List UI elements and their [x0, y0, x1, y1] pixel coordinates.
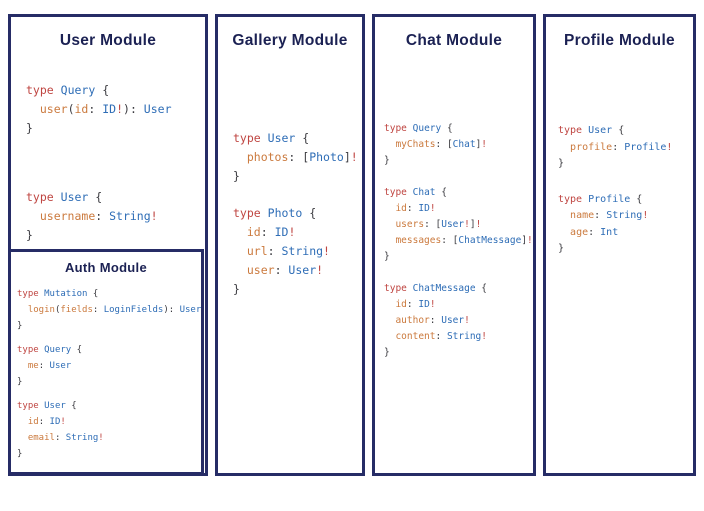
code-line: } [233, 169, 240, 183]
code-line: user(id: ID!): User [39, 102, 172, 116]
code-line: name: String! [570, 210, 649, 221]
code-line: type Query { [26, 83, 110, 97]
code-line: username: String! [39, 209, 158, 223]
panel-title: Auth Module [64, 260, 147, 275]
code-block: type Chat { id: ID! users: [User!]! mess… [384, 185, 533, 265]
code-line: type User { [233, 131, 310, 145]
code-line: } [558, 243, 565, 254]
code-line: myChats: [Chat]! [395, 139, 488, 150]
code-area: type User { photos: [Photo]!}type Photo … [233, 129, 362, 299]
code-block: type Query { user(id: ID!): User} [26, 81, 205, 138]
panel-title: Gallery Module [232, 32, 348, 49]
code-line: me: User [27, 361, 72, 371]
code-line: } [384, 251, 390, 262]
code-line: } [384, 155, 390, 166]
code-line: login(fields: LoginFields): User [27, 305, 202, 315]
code-line: user: User! [246, 263, 324, 277]
code-block: type User { username: String!} [26, 188, 205, 245]
code-block: type Query { me: User} [17, 342, 201, 390]
code-line: type User { [17, 401, 77, 411]
code-line: } [26, 228, 33, 242]
panel-title: Chat Module [405, 32, 503, 49]
code-area: type Mutation { login(fields: LoginField… [17, 286, 201, 462]
panel-title: User Module [59, 32, 157, 49]
code-line: } [17, 377, 23, 387]
code-area: type Query { user(id: ID!): User}type Us… [26, 81, 205, 245]
code-line: type User { [26, 190, 103, 204]
code-line: type Query { [17, 345, 83, 355]
panel-gallery-module: Gallery Module type User { photos: [Phot… [215, 14, 365, 476]
code-block: type Profile { name: String! age: Int} [558, 192, 693, 258]
code-line: type Mutation { [17, 289, 99, 299]
code-block: type User { profile: Profile!} [558, 123, 693, 173]
code-line: type Query { [384, 123, 453, 134]
code-line: email: String! [27, 433, 104, 443]
code-line: id: ID! [246, 225, 296, 239]
panel-profile-module: Profile Module type User { profile: Prof… [543, 14, 696, 476]
code-line: id: ID! [395, 299, 436, 310]
code-line: users: [User!]! [395, 219, 482, 230]
code-block: type Mutation { login(fields: LoginField… [17, 286, 201, 334]
code-line: } [558, 158, 565, 169]
code-line: profile: Profile! [570, 141, 673, 153]
panel-auth-module: Auth Module type Mutation { login(fields… [8, 249, 204, 475]
code-block: type ChatMessage { id: ID! author: User!… [384, 281, 533, 361]
code-line: type User { [558, 125, 625, 136]
panel-user-module: User Module type Query { user(id: ID!): … [8, 14, 208, 476]
code-block: type User { photos: [Photo]!} [233, 129, 362, 186]
code-line: messages: [ChatMessage]! [395, 235, 533, 246]
code-line: type Profile { [558, 193, 643, 205]
code-block: type Photo { id: ID! url: String! user: … [233, 204, 362, 299]
code-line: type Photo { [233, 206, 317, 220]
code-line: age: Int [570, 226, 619, 238]
panel-chat-module: Chat Module type Query { myChats: [Chat]… [372, 14, 536, 476]
code-block: type Query { myChats: [Chat]!} [384, 121, 533, 169]
code-line: } [17, 449, 23, 459]
code-line: type ChatMessage { [384, 283, 487, 294]
code-line: url: String! [246, 244, 330, 258]
code-line: } [26, 121, 33, 135]
code-line: id: ID! [395, 203, 436, 214]
code-line: photos: [Photo]! [246, 150, 358, 164]
code-line: author: User! [395, 315, 470, 326]
code-block: type User { id: ID! email: String!} [17, 398, 201, 462]
panel-title: Profile Module [564, 32, 675, 49]
code-line: content: String! [395, 331, 488, 342]
code-area: type User { profile: Profile!}type Profi… [558, 123, 693, 258]
code-area: type Query { myChats: [Chat]!}type Chat … [384, 121, 533, 361]
code-line: } [384, 347, 390, 358]
code-line: type Chat { [384, 187, 447, 198]
code-line: id: ID! [27, 417, 66, 427]
code-line: } [17, 321, 23, 331]
code-line: } [233, 282, 240, 296]
